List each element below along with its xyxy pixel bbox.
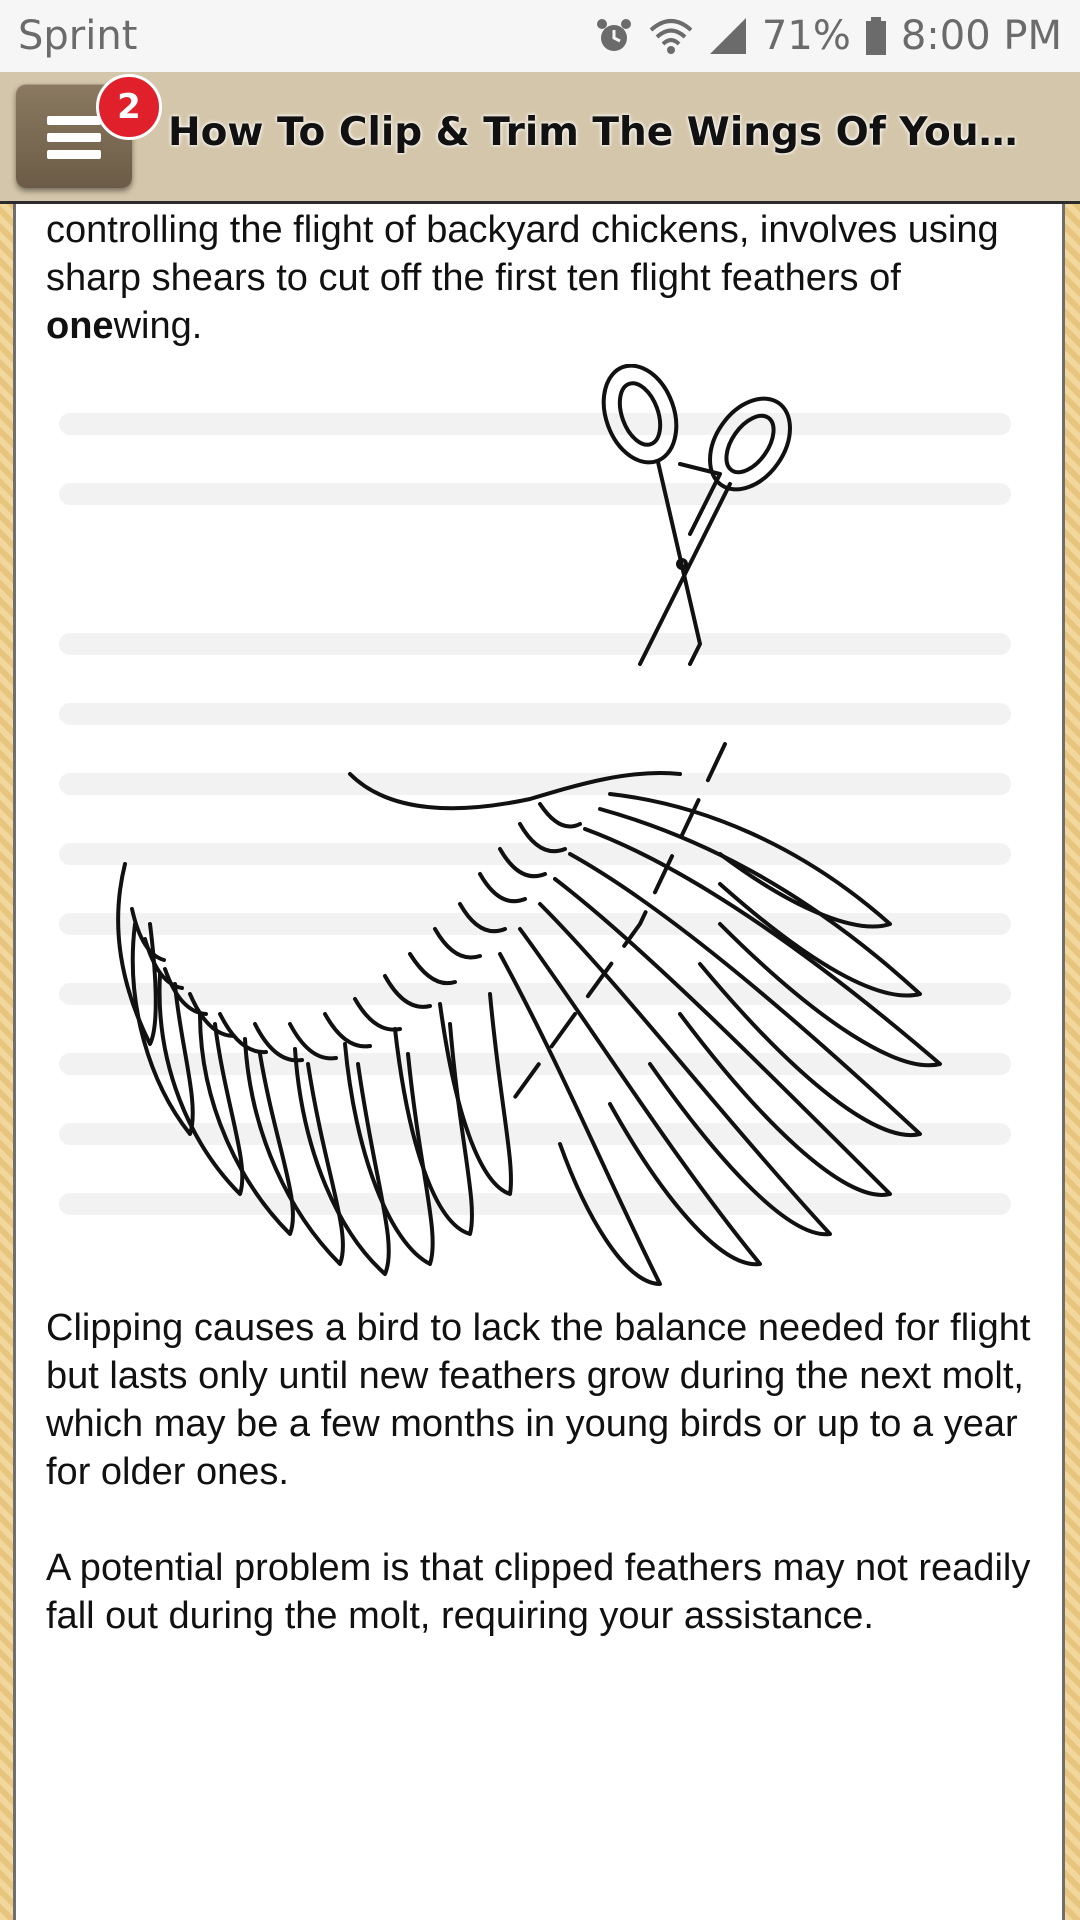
cut-line bbox=[508, 742, 727, 1106]
page-title: How To Clip & Trim The Wings Of You… bbox=[168, 110, 1018, 155]
bold-word: one bbox=[46, 305, 114, 347]
article-paragraph-1: controlling the flight of backyard chick… bbox=[46, 206, 1036, 350]
secondary-feathers bbox=[116, 862, 513, 1276]
hamburger-menu-icon bbox=[47, 116, 101, 160]
menu-button[interactable] bbox=[16, 84, 132, 188]
article-paragraph-3: A potential problem is that clipped feat… bbox=[46, 1547, 1031, 1637]
scissors-icon bbox=[601, 364, 792, 666]
right-frame-border bbox=[1062, 204, 1080, 1920]
carrier-label: Sprint bbox=[18, 13, 138, 59]
app-bar bbox=[0, 72, 1080, 204]
wing-clipping-illustration bbox=[59, 364, 1011, 1286]
alarm-icon bbox=[596, 19, 631, 51]
notification-badge[interactable]: 2 bbox=[96, 74, 162, 140]
signal-icon bbox=[709, 18, 746, 54]
paragraph-text: controlling the flight of backyard chick… bbox=[46, 209, 999, 299]
status-bar: Sprint 71% 8:00 PM bbox=[0, 0, 1080, 72]
battery-icon bbox=[865, 17, 886, 55]
battery-percent: 71% bbox=[761, 13, 851, 59]
status-icons: 71% 8:00 PM bbox=[594, 13, 1062, 59]
primary-feathers bbox=[498, 792, 942, 1286]
left-frame-border bbox=[0, 204, 16, 1920]
clock: 8:00 PM bbox=[900, 13, 1062, 59]
article-content[interactable]: controlling the flight of backyard chick… bbox=[16, 204, 1062, 1920]
paragraph-text-end: wing. bbox=[113, 305, 203, 347]
wifi-icon bbox=[649, 19, 693, 54]
article-paragraph-2: Clipping causes a bird to lack the balan… bbox=[46, 1307, 1031, 1493]
